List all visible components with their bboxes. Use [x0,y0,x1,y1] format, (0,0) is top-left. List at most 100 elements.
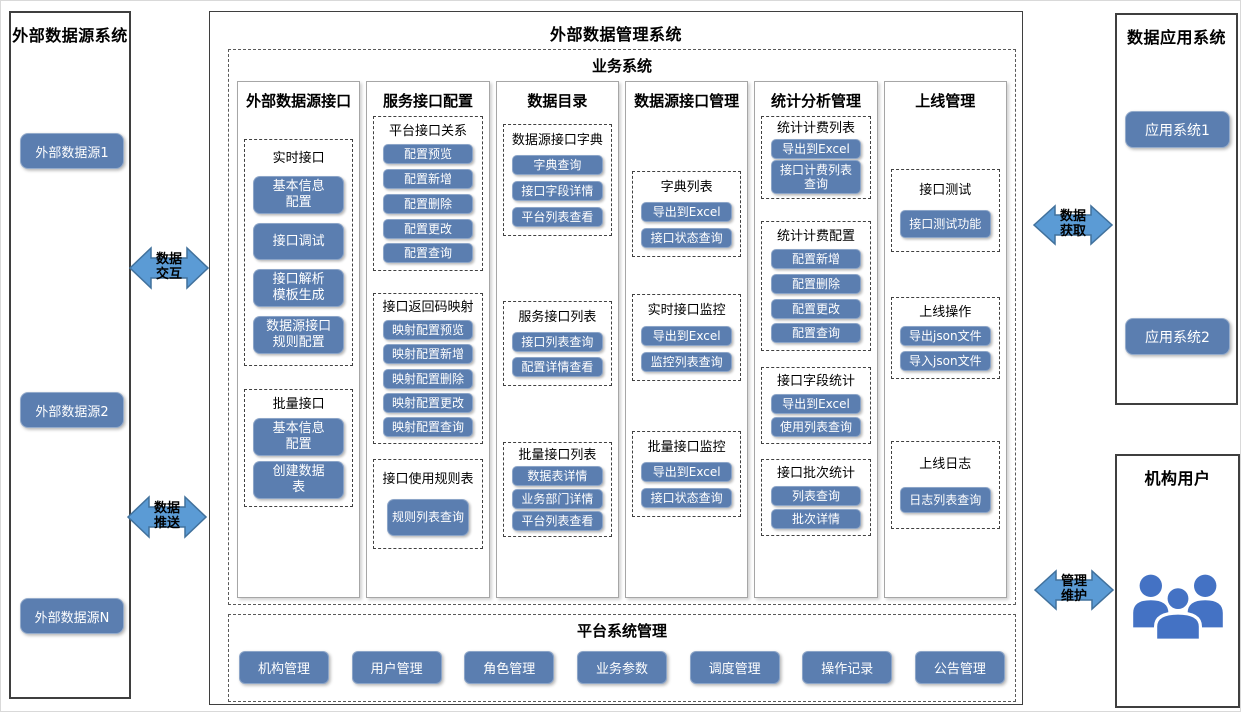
function-button[interactable]: 数据源接口 规则配置 [253,316,345,354]
function-button[interactable]: 导入json文件 [899,351,991,371]
function-button[interactable]: 列表查询 [770,485,862,506]
function-button[interactable]: 接口状态查询 [641,228,733,248]
arrow-label: 数据 获取 [1059,209,1086,239]
external-datasource-button[interactable]: 外部数据源N [20,598,124,634]
function-button[interactable]: 导出到Excel [641,462,733,482]
platform-button[interactable]: 角色管理 [464,651,555,684]
group-title: 接口批次统计 [776,465,855,481]
function-button[interactable]: 接口解析 模板生成 [253,269,345,307]
function-button[interactable]: 配置预览 [382,144,474,165]
function-button[interactable]: 映射配置删除 [382,368,474,389]
column-title: 上线管理 [915,92,976,110]
institution-users-panel: 机构用户 [1115,454,1240,708]
function-button[interactable]: 日志列表查询 [899,486,991,513]
function-button[interactable]: 配置新增 [382,169,474,190]
platform-button[interactable]: 用户管理 [351,651,442,684]
data-push-arrow: 数据 推送 [127,490,207,544]
function-group: 接口使用规则表规则列表查询 [373,459,483,549]
platform-button[interactable]: 调度管理 [689,651,780,684]
function-button[interactable]: 业务部门详情 [511,488,603,509]
section-title: 业务系统 [591,57,652,75]
business-system-box: 业务系统 外部数据源接口实时接口基本信息 配置接口调试接口解析 模板生成数据源接… [228,49,1016,605]
double-arrow-icon [129,246,209,290]
function-button[interactable]: 配置详情查看 [511,357,603,378]
external-datasource-button[interactable]: 外部数据源2 [20,392,124,428]
panel-title: 数据应用系统 [1126,28,1226,47]
platform-button[interactable]: 业务参数 [576,651,667,684]
application-system-button[interactable]: 应用系统1 [1125,111,1230,148]
application-system-button[interactable]: 应用系统2 [1125,318,1230,355]
group-title: 批量接口列表 [518,447,597,463]
business-column: 外部数据源接口实时接口基本信息 配置接口调试接口解析 模板生成数据源接口 规则配… [237,81,361,598]
column-title: 数据源接口管理 [634,92,740,110]
arrow-label: 管理 维护 [1060,574,1087,604]
function-button[interactable]: 基本信息 配置 [253,176,345,214]
function-button[interactable]: 数据表详情 [511,466,603,487]
function-group: 上线操作导出json文件导入json文件 [890,297,1000,379]
business-column: 服务接口配置平台接口关系配置预览配置新增配置删除配置更改配置查询接口返回码映射映… [366,81,490,598]
function-button[interactable]: 配置更改 [382,218,474,239]
function-button[interactable]: 平台列表查看 [511,511,603,532]
function-button[interactable]: 接口调试 [253,223,345,260]
function-button[interactable]: 导出到Excel [770,393,862,414]
double-arrow-icon [127,495,207,539]
function-button[interactable]: 导出到Excel [641,202,733,222]
arrow-label: 数据 交互 [155,252,182,282]
function-button[interactable]: 映射配置预览 [382,320,474,341]
function-button[interactable]: 使用列表查询 [770,417,862,438]
panel-title: 外部数据源系统 [12,26,128,45]
data-fetch-arrow: 数据 获取 [1033,200,1113,250]
external-datasource-button[interactable]: 外部数据源1 [20,133,124,169]
manage-maintain-arrow: 管理 维护 [1034,565,1114,615]
platform-button[interactable]: 公告管理 [914,651,1005,684]
function-button[interactable]: 配置查询 [382,243,474,264]
function-button[interactable]: 字典查询 [511,155,603,175]
group-title: 统计计费配置 [776,228,855,244]
group-title: 平台接口关系 [388,123,467,139]
group-title: 服务接口列表 [518,309,597,325]
double-arrow-icon [1033,204,1113,246]
function-button[interactable]: 接口计费列表 查询 [770,160,862,195]
function-button[interactable]: 映射配置新增 [382,344,474,365]
function-button[interactable]: 接口状态查询 [641,488,733,508]
function-button[interactable]: 创建数据 表 [253,461,345,499]
function-button[interactable]: 映射配置更改 [382,392,474,413]
users-group-icon [1133,574,1223,642]
group-title: 上线日志 [919,457,972,473]
platform-button[interactable]: 操作记录 [802,651,893,684]
function-button[interactable]: 接口字段详情 [511,181,603,201]
double-arrow-icon [1034,569,1114,611]
function-button[interactable]: 基本信息 配置 [253,418,345,456]
function-button[interactable]: 平台列表查看 [511,207,603,227]
group-title: 接口使用规则表 [382,472,474,488]
group-title: 统计计费列表 [776,120,855,136]
function-button[interactable]: 导出到Excel [641,325,733,346]
function-button[interactable]: 映射配置查询 [382,416,474,437]
function-button[interactable]: 配置更改 [770,298,862,319]
function-button[interactable]: 接口测试功能 [899,210,991,238]
function-button[interactable]: 导出到Excel [770,138,862,159]
function-button[interactable]: 规则列表查询 [386,498,470,536]
group-title: 实时接口 [272,151,325,166]
arrow-label: 数据 推送 [153,501,180,531]
function-button[interactable]: 导出json文件 [899,326,991,346]
platform-buttons-row: 机构管理用户管理角色管理业务参数调度管理操作记录公告管理 [229,641,1015,684]
function-button[interactable]: 监控列表查询 [641,351,733,372]
function-button[interactable]: 批次详情 [770,509,862,530]
panel-title: 外部数据管理系统 [549,25,682,44]
function-group: 平台接口关系配置预览配置新增配置删除配置更改配置查询 [373,116,483,271]
data-application-system-panel: 数据应用系统 应用系统1 应用系统2 [1115,13,1238,405]
column-title: 统计分析管理 [770,92,861,110]
function-button[interactable]: 配置查询 [770,323,862,344]
group-title: 接口返回码映射 [382,300,474,316]
function-button[interactable]: 配置删除 [382,193,474,214]
platform-button[interactable]: 机构管理 [239,651,329,684]
function-button[interactable]: 接口列表查询 [511,331,603,352]
function-button[interactable]: 配置新增 [770,249,862,270]
group-title: 批量接口 [272,397,325,412]
function-group: 统计计费配置配置新增配置删除配置更改配置查询 [761,221,871,351]
function-button[interactable]: 配置删除 [770,273,862,294]
